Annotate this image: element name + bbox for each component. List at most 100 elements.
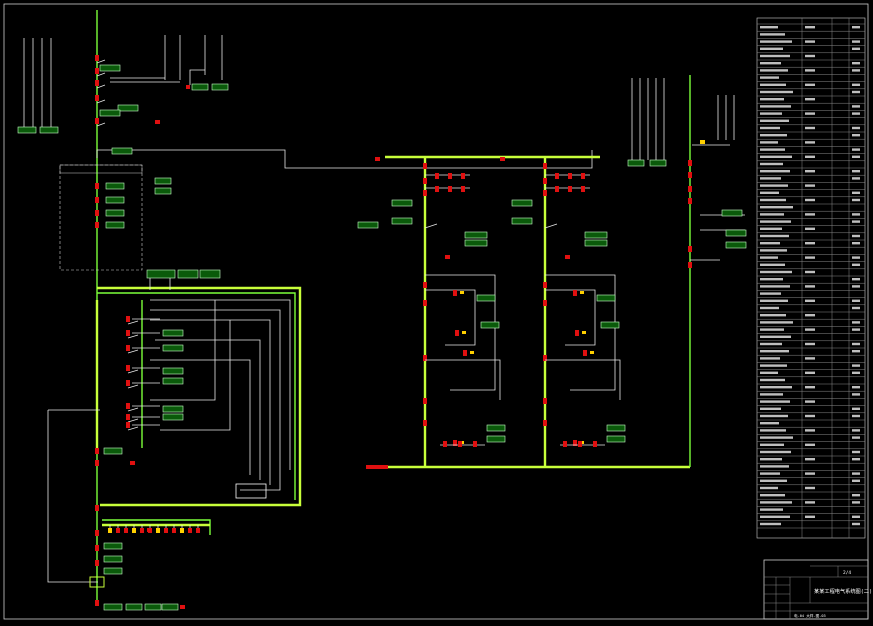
table-cell-text <box>760 62 781 65</box>
table-cell-text <box>760 479 787 482</box>
table-cell-text <box>852 220 860 223</box>
breaker-symbol <box>543 282 547 288</box>
branch-breaker <box>108 528 112 533</box>
breaker-symbol <box>435 186 439 192</box>
table-cell-text <box>805 69 815 72</box>
table-cell-text <box>852 263 860 266</box>
table-cell-text <box>852 501 860 504</box>
table-cell-text <box>805 26 815 29</box>
label-box <box>162 377 184 385</box>
breaker-symbol <box>563 441 567 447</box>
table-cell-text <box>852 342 860 346</box>
breaker-symbol <box>543 420 547 426</box>
table-cell-text <box>760 119 789 122</box>
breaker-symbol <box>593 441 597 447</box>
label-box <box>486 424 506 432</box>
table-cell-text <box>805 342 815 346</box>
table-cell-text <box>805 400 815 403</box>
table-cell-text <box>760 83 786 86</box>
table-cell-text <box>760 256 778 259</box>
switch-blade <box>127 349 139 354</box>
table-cell-text <box>760 126 780 130</box>
table-cell-text <box>760 371 778 374</box>
label-box <box>103 567 123 575</box>
table-cell-text <box>805 227 815 230</box>
label-box <box>99 109 121 117</box>
table-cell-text <box>805 429 815 432</box>
table-cell-text <box>760 292 781 295</box>
table-cell-text <box>852 494 860 497</box>
table-cell-text <box>760 299 788 302</box>
table-cell-text <box>805 213 815 216</box>
label-box <box>111 147 133 155</box>
breaker-symbol <box>95 460 99 466</box>
label-box <box>511 217 533 225</box>
control-loop <box>425 289 476 346</box>
table-cell-text <box>760 177 781 180</box>
breaker-symbol <box>555 173 559 179</box>
breaker-symbol <box>688 160 692 166</box>
table-cell-text <box>852 213 860 216</box>
label-box <box>105 182 125 190</box>
table-cell-text <box>760 422 779 425</box>
right-feeders <box>627 78 747 261</box>
table-cell-text <box>760 285 790 288</box>
table-cell-text <box>760 206 793 209</box>
indicator-lamp <box>375 157 380 161</box>
table-cell-text <box>760 450 791 454</box>
breaker-symbol <box>688 262 692 268</box>
table-cell-text <box>805 371 815 374</box>
table-cell-text <box>760 155 792 158</box>
table-cell-text <box>805 126 815 130</box>
table-cell-text <box>805 472 815 475</box>
table-cell-text <box>852 321 860 324</box>
label-box <box>105 196 125 204</box>
breaker-symbol <box>473 441 477 447</box>
label-box <box>105 221 125 229</box>
table-cell-text <box>852 126 860 130</box>
breaker-symbol <box>95 530 99 536</box>
breaker-symbol <box>448 186 452 192</box>
table-cell-text <box>852 90 860 94</box>
table-cell-text <box>760 429 786 432</box>
table-cell-text <box>760 306 779 310</box>
table-cell-text <box>805 486 815 490</box>
breaker-symbol <box>575 330 579 336</box>
table-cell-text <box>760 328 784 331</box>
table-cell-text <box>760 134 787 137</box>
breaker-symbol <box>543 163 547 169</box>
table-cell-text <box>852 177 860 180</box>
breaker-symbol <box>95 183 99 189</box>
table-cell-text <box>760 393 783 396</box>
table-cell-text <box>805 155 815 158</box>
table-cell-text <box>852 112 860 115</box>
table-cell-text <box>852 234 860 238</box>
breaker-symbol <box>543 355 547 361</box>
breaker-symbol <box>543 300 547 306</box>
breaker-symbol <box>688 198 692 204</box>
table-cell-text <box>760 357 780 360</box>
table-cell-text <box>852 285 860 288</box>
branch-breaker <box>116 528 120 533</box>
label-box <box>103 542 123 550</box>
table-cell-text <box>805 501 815 504</box>
label-box <box>584 239 608 247</box>
indicator-lamp <box>445 255 450 259</box>
breaker-symbol <box>573 290 577 296</box>
indicator-lamp <box>580 291 584 294</box>
table-cell-text <box>852 83 860 86</box>
label-box <box>584 231 608 239</box>
branch-breaker <box>188 528 192 533</box>
table-cell-text <box>760 263 785 266</box>
breaker-symbol <box>126 403 130 409</box>
breaker-symbol <box>95 197 99 203</box>
label-box <box>511 199 533 207</box>
table-cell-text <box>852 299 860 302</box>
dashed-cabinet <box>59 164 143 271</box>
breaker-symbol <box>423 163 427 169</box>
indicator-lamp <box>500 157 505 161</box>
table-cell-text <box>760 148 785 151</box>
table-cell-text <box>852 479 860 482</box>
table-cell-text <box>852 278 860 281</box>
label-box <box>103 447 123 455</box>
